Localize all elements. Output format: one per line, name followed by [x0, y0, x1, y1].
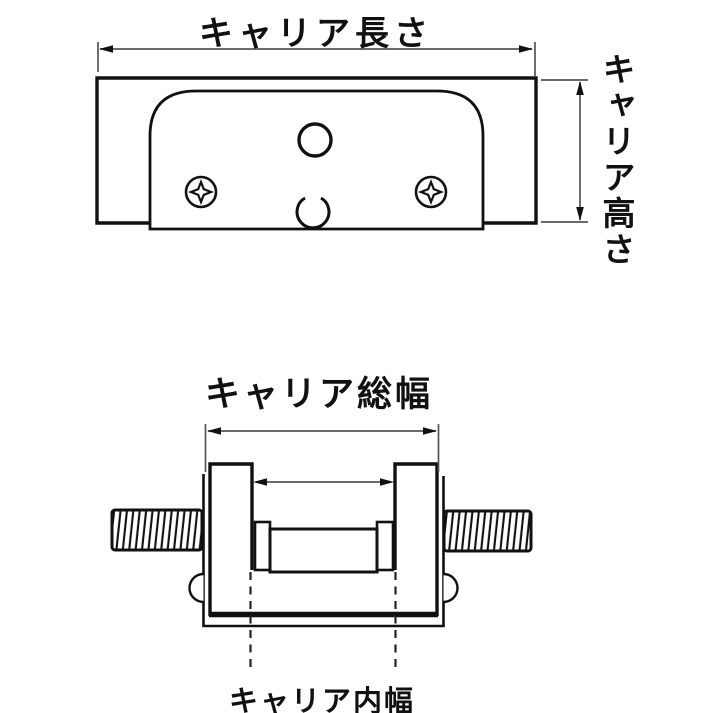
- arrow-left-icon: [99, 45, 113, 53]
- front-view: [110, 424, 533, 672]
- arrow-down-icon: [576, 207, 584, 221]
- dimension-carrier-inner-width: [249, 478, 397, 672]
- bump-left: [188, 572, 204, 604]
- roller-cap-left: [253, 520, 272, 572]
- top-view: [95, 42, 588, 231]
- dimension-carrier-total-width: [204, 424, 440, 472]
- arrow-right-icon: [380, 478, 394, 486]
- top-view-body-outline: [148, 89, 485, 231]
- threaded-rod-left: [110, 508, 204, 552]
- screw-right-cross-icon: [417, 178, 445, 206]
- label-carrier-total-width: キャリア総幅: [204, 375, 433, 414]
- screw-right: [414, 175, 448, 209]
- roller-body: [268, 527, 379, 574]
- arrow-up-icon: [576, 81, 584, 95]
- label-carrier-inner-width: キャリア内幅: [228, 686, 415, 713]
- screw-left-cross-icon: [187, 178, 215, 206]
- cheek-right-fill: [395, 464, 437, 616]
- label-carrier-height: キャリア高さ: [598, 52, 635, 268]
- cheek-right-outline: [393, 462, 439, 616]
- threaded-rod-right: [442, 509, 533, 553]
- cheek-left-fill: [210, 464, 252, 616]
- arrow-right-icon: [423, 427, 437, 435]
- label-carrier-length: キャリア長さ: [199, 15, 433, 53]
- top-view-plate-outline: [95, 76, 538, 225]
- bump-right: [443, 572, 459, 604]
- roller-cap-right: [375, 520, 395, 572]
- dimension-carrier-height: [541, 79, 588, 223]
- center-hole: [297, 122, 333, 158]
- bottom-notch-hole: [295, 196, 331, 230]
- arrow-left-icon: [207, 427, 221, 435]
- bracket-back-plate: [202, 474, 445, 628]
- dimension-carrier-length: [97, 42, 536, 77]
- arrow-left-icon: [253, 478, 267, 486]
- screw-left: [184, 175, 218, 209]
- cheek-left-outline: [208, 462, 254, 616]
- arrow-right-icon: [519, 45, 533, 53]
